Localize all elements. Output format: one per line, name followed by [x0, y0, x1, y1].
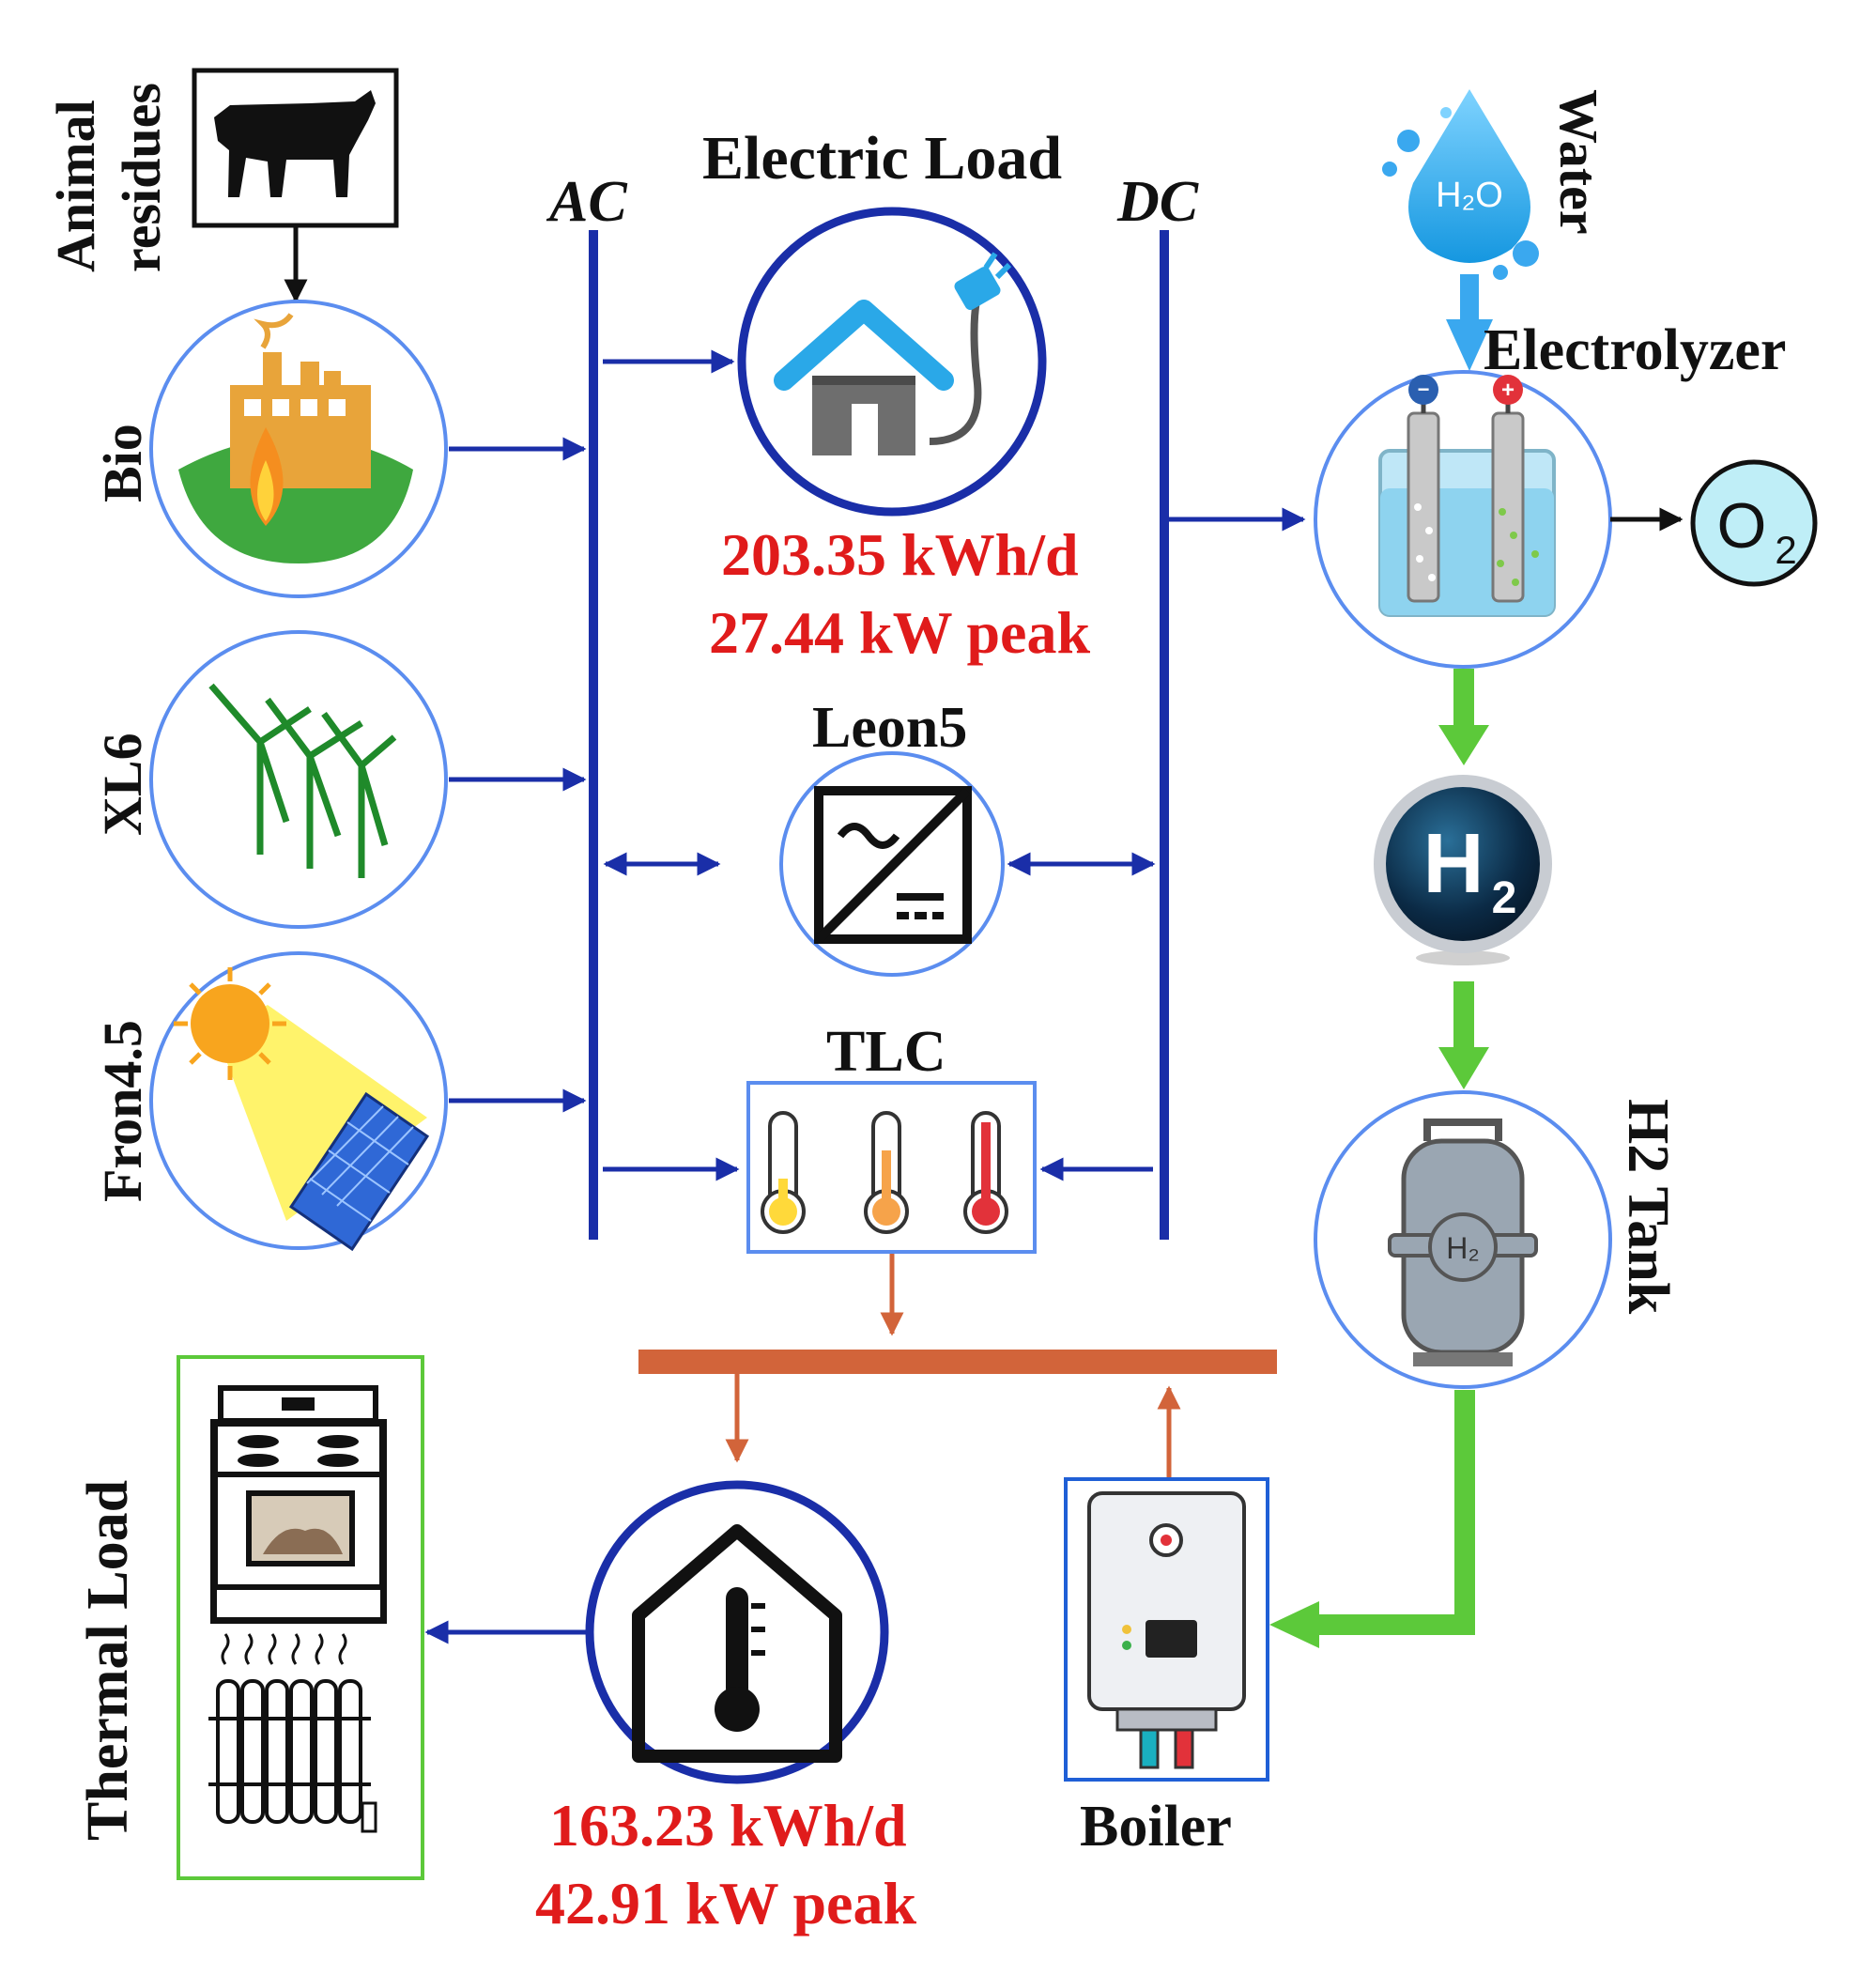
house-thermometer-icon: [632, 1524, 842, 1763]
water-to-electrolyzer-shaft: [1460, 274, 1479, 321]
h2-tank-node: H₂: [1314, 1090, 1612, 1389]
oxygen-symbol: O: [1717, 490, 1767, 562]
tank-to-boiler-pipe: [1315, 1390, 1475, 1635]
oxygen-node: O 2: [1690, 459, 1818, 587]
electrolyzer-to-h2-arrowhead: [1438, 725, 1489, 765]
thermal-bus: [638, 1350, 1277, 1374]
water-label: Water: [1548, 89, 1609, 235]
ac-bus-label: AC: [546, 170, 627, 234]
h2-to-tank-shaft: [1453, 981, 1474, 1052]
thermal-load-daily-energy: 163.23 kWh/d: [549, 1792, 907, 1859]
pv-label: Fron4.5: [92, 1020, 153, 1202]
animal-residues-label-line1: Animal: [45, 100, 106, 272]
ac-dc-converter-icon: [814, 786, 972, 944]
electrolyzer-to-h2-shaft: [1453, 669, 1474, 730]
converter-node: [779, 751, 1005, 977]
tank-to-boiler-arrowhead: [1269, 1601, 1319, 1648]
dc-bus-label: DC: [1116, 170, 1199, 234]
wind-source: [149, 630, 448, 929]
thermometer-hot-icon: [963, 1111, 1008, 1234]
house-plug-icon: [774, 252, 1012, 455]
electric-load-peak: 27.44 kW peak: [709, 599, 1090, 666]
hydrogen-tank-icon: H₂: [1388, 1119, 1538, 1366]
converter-label: Leon5: [812, 696, 967, 760]
boiler-node: [1064, 1477, 1269, 1782]
h2-tank-label: H2 Tank: [1616, 1099, 1680, 1315]
pv-source: [149, 951, 448, 1252]
anode-plus: +: [1501, 378, 1515, 403]
bio-label: Bio: [92, 424, 153, 502]
sun-solar-panel-icon: [174, 967, 430, 1252]
electric-load-daily-energy: 203.35 kWh/d: [721, 521, 1079, 588]
wind-label: XL6: [92, 733, 153, 836]
cathode-minus: −: [1418, 378, 1430, 401]
animal-residues-label-line2: residues: [111, 83, 172, 272]
tlc-node: [746, 1081, 1037, 1254]
electrolysis-beaker-icon: − +: [1378, 375, 1556, 617]
hydrogen-subscript: 2: [1492, 873, 1517, 923]
electrolyzer-label: Electrolyzer: [1484, 318, 1786, 382]
biogas-plant-icon: [178, 313, 413, 563]
stove-oven-icon: [210, 1385, 387, 1624]
hydrogen-icon: H 2: [1374, 775, 1552, 965]
tank-formula: H₂: [1446, 1231, 1480, 1265]
electrolyzer-node: − +: [1314, 370, 1612, 669]
thermometer-warm-icon: [864, 1111, 909, 1234]
heat-load-node: [585, 1480, 889, 1784]
wind-turbines-icon: [208, 683, 397, 878]
electric-load-title: Electric Load: [702, 124, 1062, 193]
water-to-electrolyzer-arrowhead: [1446, 319, 1493, 371]
boiler-icon: [1087, 1491, 1246, 1769]
thermal-load-peak: 42.91 kW peak: [535, 1870, 916, 1936]
hydrogen-symbol: H: [1423, 817, 1484, 911]
radiator-icon: [208, 1633, 377, 1833]
bio-source: [149, 300, 448, 598]
water-formula: H₂O: [1436, 176, 1503, 215]
water-drop-icon: H₂O: [1382, 89, 1539, 280]
cow-icon: [192, 68, 399, 228]
tlc-label: TLC: [826, 1020, 946, 1084]
thermal-load-label: Thermal Load: [76, 1480, 140, 1841]
electric-load-node: [737, 207, 1047, 517]
boiler-label: Boiler: [1080, 1795, 1232, 1859]
thermometer-cold-icon: [761, 1111, 806, 1234]
oxygen-subscript: 2: [1775, 528, 1796, 572]
thermal-load-box: [177, 1355, 424, 1880]
h2-to-tank-arrowhead: [1438, 1047, 1489, 1089]
